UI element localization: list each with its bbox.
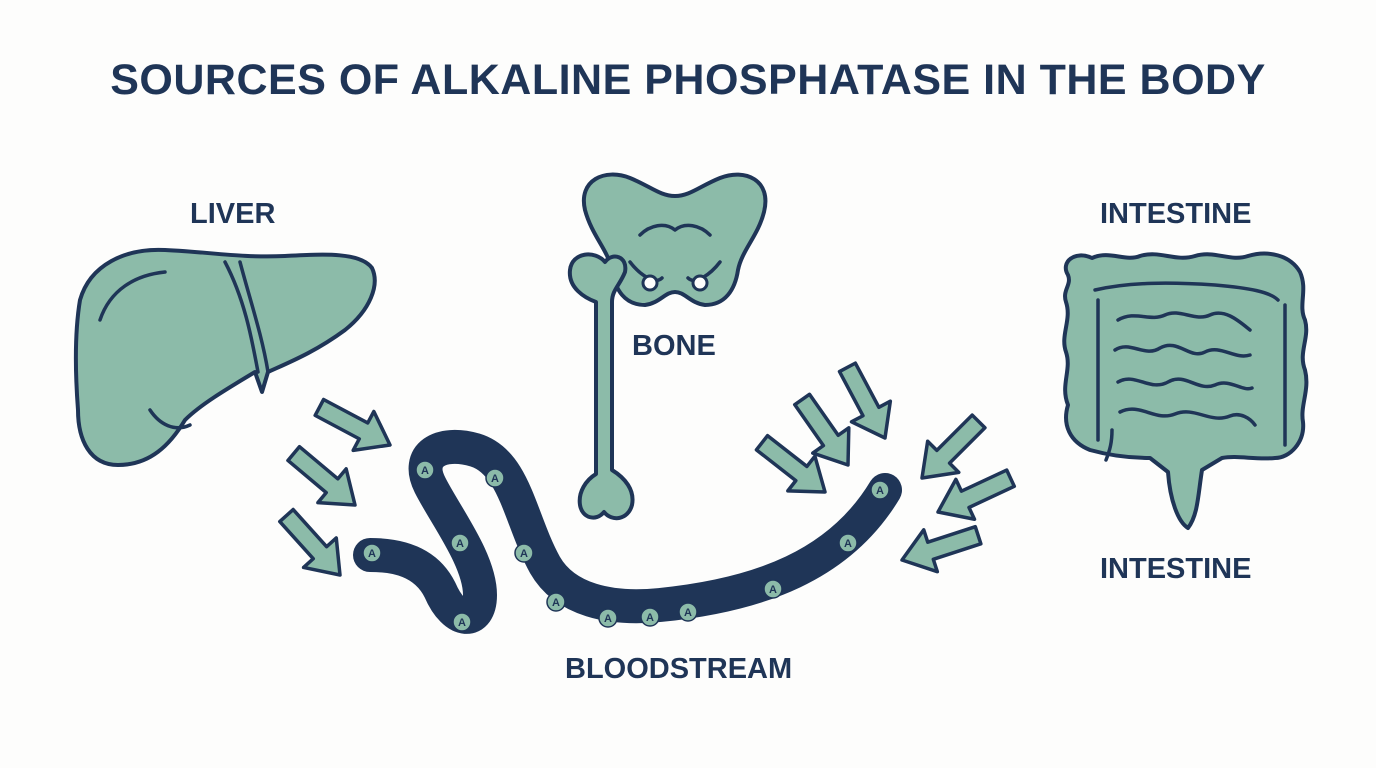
enzyme-marker-label: A	[458, 617, 466, 629]
enzyme-marker	[452, 612, 472, 632]
enzyme-marker	[640, 607, 660, 627]
liver-icon	[73, 247, 377, 467]
enzyme-marker	[763, 579, 783, 599]
enzyme-marker	[485, 468, 505, 488]
bloodstream-vessel	[353, 429, 902, 634]
enzyme-marker	[415, 460, 435, 480]
liver-label: LIVER	[190, 198, 276, 230]
enzyme-marker-label: A	[552, 597, 560, 609]
enzyme-marker-label: A	[646, 612, 654, 624]
intestine-label-top: INTESTINE	[1100, 198, 1252, 230]
enzyme-marker	[678, 602, 698, 622]
enzyme-marker-label: A	[368, 548, 376, 560]
enzyme-marker-label: A	[604, 613, 612, 625]
enzyme-marker-label: A	[520, 548, 528, 560]
intestine-label-bottom: INTESTINE	[1100, 553, 1252, 585]
enzyme-marker-label: A	[456, 538, 464, 550]
intestine-arrows	[893, 404, 1022, 583]
enzyme-marker	[598, 608, 618, 628]
enzyme-marker	[514, 543, 534, 563]
enzyme-marker-label: A	[684, 607, 692, 619]
enzyme-marker	[362, 543, 382, 563]
diagram-title: SOURCES OF ALKALINE PHOSPHATASE IN THE B…	[110, 56, 1266, 104]
enzyme-marker-label: A	[769, 584, 777, 596]
enzyme-marker-label: A	[421, 465, 429, 477]
enzyme-marker	[870, 480, 890, 500]
enzyme-marker-label: A	[876, 485, 884, 497]
enzyme-marker-label: A	[491, 473, 499, 485]
enzyme-marker-label: A	[844, 538, 852, 550]
enzyme-markers: A A A A A A A A A A A A A	[362, 460, 890, 632]
enzyme-marker	[546, 592, 566, 612]
intestine-icon	[1062, 251, 1309, 530]
bone-icon	[567, 172, 768, 521]
bloodstream-label: BLOODSTREAM	[565, 653, 793, 685]
enzyme-marker	[450, 533, 470, 553]
bone-label: BONE	[632, 330, 716, 362]
enzyme-marker	[838, 533, 858, 553]
